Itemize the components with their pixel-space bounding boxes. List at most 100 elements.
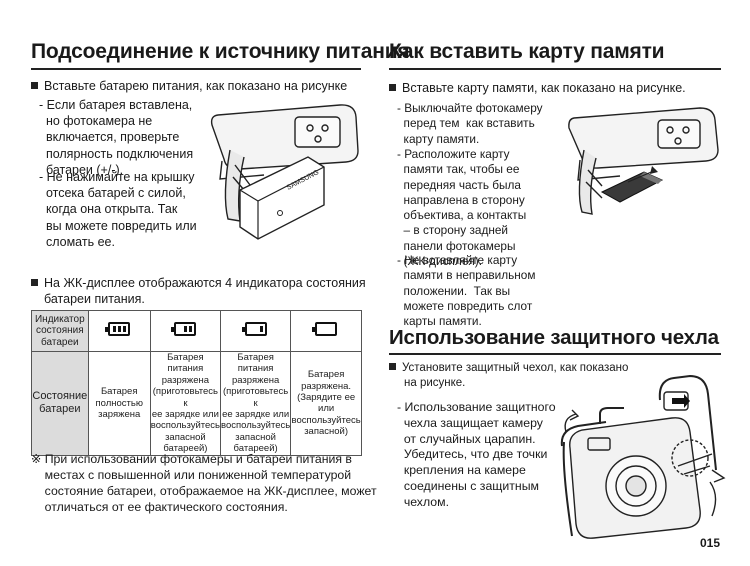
battery-full-icon-cell [87,310,151,352]
instruction-line: чехла защищает камеру [397,415,543,430]
instruction-line: – в сторону задней [397,223,508,238]
state-line: запасной [235,431,276,443]
note-line: местах с повышенной или пониженной темпе… [31,468,352,482]
instruction-line: полярность подключения [39,146,194,161]
instruction-line: соединены с защитным [397,478,539,493]
section-title-memory-card: Как вставить карту памяти [389,40,665,63]
table-header-line: батареи [39,403,81,416]
instruction-line: отсека батарей с силой, [39,186,186,201]
instruction-line: (ЖК-дисплея). [397,254,482,269]
temperature-note: ※ При использовании фотокамеры и батареи… [31,451,377,515]
state-line: (приготовьтесь к [152,386,219,409]
instruction-line: памяти в неправильном [397,268,536,283]
instruction-line: - Выключайте фотокамеру [397,101,543,115]
note-line: состояние батареи, отображаемое на ЖК-ди… [31,484,377,498]
page-number: 015 [700,536,721,550]
state-line: батареей) [233,443,278,455]
battery-empty-icon-cell [290,310,362,352]
instruction-line: можете повредить слот [397,298,533,313]
instruction-line: - Использование защитного [397,400,556,414]
instruction-line: передняя часть была [397,177,521,192]
memory-card-illustration [568,107,719,215]
instruction-line: объектива, а контакты [397,208,527,223]
instruction-card-orientation: - Расположите карту памяти так, чтобы ее… [397,147,526,269]
section-title-protective-case: Использование защитного чехла [389,326,719,349]
state-line: ее зарядке или [151,409,219,421]
bullet-square-icon [389,363,396,370]
instruction-line: батареи (+/-). [39,162,124,177]
instruction-line: карту памяти. [397,131,480,146]
state-line: разряжена [231,374,280,386]
instruction-line: направлена в сторону [397,192,525,207]
instruction-line: Убедитесь, что две точки [397,447,548,462]
state-line: воспользуйтесь [221,420,291,432]
section-title-power: Подсоединение к источнику питания [31,40,410,63]
bullet-battery-indicators: На ЖК-дисплее отображаются 4 индикатора … [31,276,366,306]
instruction-line: сломать ее. [39,234,115,249]
instruction-turn-off: - Выключайте фотокамеру перед тем как вс… [397,101,543,147]
state-line: батареей) [163,443,208,455]
battery-level-icon [171,322,197,337]
instruction-line: - Если батарея вставлена, [39,98,193,112]
state-line: Батарея [100,386,138,398]
bullet-text-line: на рисунке. [404,377,466,389]
instruction-line: но фотокамера не [39,114,153,129]
battery-one-bar-icon-cell [219,310,292,352]
instruction-line: перед тем как вставить [397,116,535,131]
title-rule [31,68,361,70]
instruction-line: - Не вставляйте карту [397,253,518,267]
state-line: Батарея питания [237,352,274,375]
instruction-do-not-press: - Не нажимайте на крышку отсека батарей … [39,169,197,250]
state-line: ее зарядке или [222,409,290,421]
state-line: запасной) [304,426,349,438]
instruction-line: чехлом. [397,494,449,509]
instruction-line: включается, проверьте [39,130,180,145]
state-line: воспользуйтесь [150,420,220,432]
bullet-insert-card: Вставьте карту памяти, как показано на р… [389,81,686,95]
table-header-line: батареи [41,336,79,348]
protective-case-illustration [560,374,726,539]
instruction-case-attachment: - Использование защитного чехла защищает… [397,400,556,511]
table-header-line: Индикатор [34,313,85,325]
bullet-text-line: На ЖК-дисплее отображаются 4 индикатора … [44,276,366,290]
note-line: отличаться от ее фактического состояния. [31,500,288,514]
table-header-line: Состояние [32,390,88,403]
state-line: (приготовьтесь к [222,386,289,409]
bullet-square-icon [31,82,38,89]
state-line: разряжена [161,374,210,386]
bullet-install-case: Установите защитный чехол, как показано … [389,362,628,389]
instruction-line: - Расположите карту [397,147,510,161]
state-line: (Зарядите ее или [297,391,356,415]
instruction-polarity: - Если батарея вставлена, но фотокамера … [39,97,193,178]
battery-level-icon [312,322,338,337]
state-line: Батарея питания [167,352,204,375]
instruction-wrong-position: - Не вставляйте карту памяти в неправиль… [397,253,535,329]
table-header-line: состояния [36,325,84,337]
bullet-insert-battery: Вставьте батарею питания, как показано н… [31,79,347,93]
instruction-line: вы можете повредить или [39,218,197,233]
instruction-line: панели фотокамеры [397,238,516,253]
state-line: воспользуйтесь [291,414,361,426]
bullet-text-line: Установите защитный чехол, как показано [402,362,629,374]
battery-two-bars-icon-cell [149,310,222,352]
title-rule [389,68,721,70]
state-line: полностью [95,397,143,409]
battery-level-icon [241,322,267,337]
bullet-text: Вставьте карту памяти, как показано на р… [402,81,686,95]
instruction-line: - Не нажимайте на крышку [39,170,195,184]
title-rule [389,353,721,355]
bullet-text-line: батареи питания. [44,292,145,306]
instruction-line: когда она открыта. Так [39,202,178,217]
state-line: Батарея [307,369,345,381]
bullet-square-icon [31,279,38,286]
battery-level-icon [105,322,131,337]
bullet-square-icon [389,84,396,91]
instruction-line: крепления на камере [397,463,526,478]
state-line: заряжена [98,409,141,421]
